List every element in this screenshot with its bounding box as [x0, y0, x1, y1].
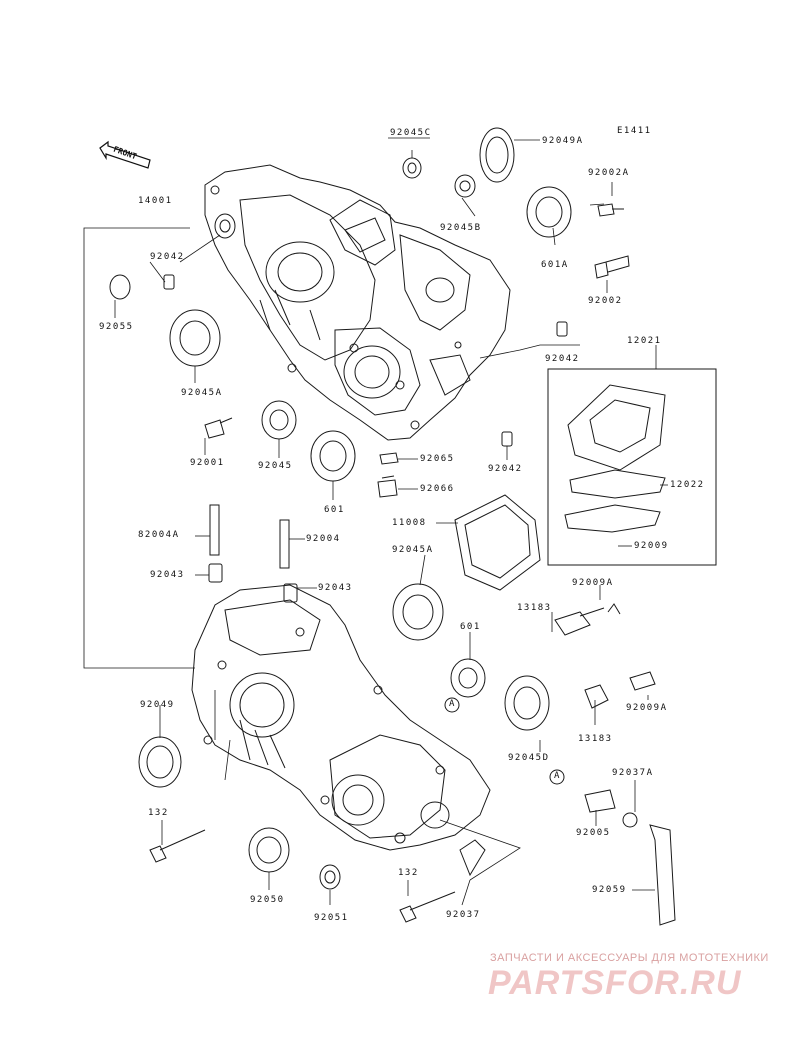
part-label: 92050 — [250, 895, 285, 905]
diagram-code: E1411 — [617, 126, 652, 136]
part-label: 92037A — [612, 768, 654, 778]
part-label: 601A — [541, 260, 569, 270]
part-label: 92051 — [314, 913, 349, 923]
part-label: 92065 — [420, 454, 455, 464]
part-label: 92045C — [390, 128, 432, 138]
part-label: 92002 — [588, 296, 623, 306]
callout-a: A — [449, 699, 455, 709]
part-label: 92049A — [542, 136, 584, 146]
part-label: 601 — [324, 505, 345, 515]
part-label: 92037 — [446, 910, 481, 920]
part-label: 12022 — [670, 480, 705, 490]
gasket-11008 — [454, 494, 541, 591]
upper-crankcase — [204, 164, 511, 441]
leader-lines — [83, 137, 668, 906]
part-label: 92001 — [190, 458, 225, 468]
front-arrow-icon: FRONT — [99, 140, 151, 169]
part-label: 92045 — [258, 461, 293, 471]
part-label: 92009A — [626, 703, 668, 713]
part-label: 14001 — [138, 196, 173, 206]
part-label: 82004A — [138, 530, 180, 540]
part-label: 92042 — [545, 354, 580, 364]
callout-a: A — [554, 771, 560, 781]
lower-crankcase — [191, 584, 491, 851]
part-label: 92004 — [306, 534, 341, 544]
part-label: 92045A — [392, 545, 434, 555]
part-label: 92066 — [420, 484, 455, 494]
part-label: 92045B — [440, 223, 482, 233]
part-label: 92049 — [140, 700, 175, 710]
part-label: 601 — [460, 622, 481, 632]
part-label: 13183 — [517, 603, 552, 613]
part-label: 92043 — [318, 583, 353, 593]
watermark-logo: PARTSFOR.RU — [488, 964, 742, 1002]
part-label: 92009A — [572, 578, 614, 588]
part-label: 92042 — [150, 252, 185, 262]
part-label: 92002A — [588, 168, 630, 178]
part-label: 92059 — [592, 885, 627, 895]
watermark-tagline: ЗАПЧАСТИ И АКСЕССУАРЫ ДЛЯ МОТОТЕХНИКИ — [490, 952, 769, 964]
part-label: 92043 — [150, 570, 185, 580]
part-label: 132 — [398, 868, 419, 878]
part-label: 92045D — [508, 753, 550, 763]
part-label: 92055 — [99, 322, 134, 332]
part-label: 92009 — [634, 541, 669, 551]
small-hardware — [149, 203, 676, 926]
part-label: 132 — [148, 808, 169, 818]
part-label: 92042 — [488, 464, 523, 474]
part-label: 92045A — [181, 388, 223, 398]
part-label: 12021 — [627, 336, 662, 346]
reed-valve-box — [547, 368, 717, 566]
part-label: 11008 — [392, 518, 427, 528]
part-label: 13183 — [578, 734, 613, 744]
part-label: 92005 — [576, 828, 611, 838]
